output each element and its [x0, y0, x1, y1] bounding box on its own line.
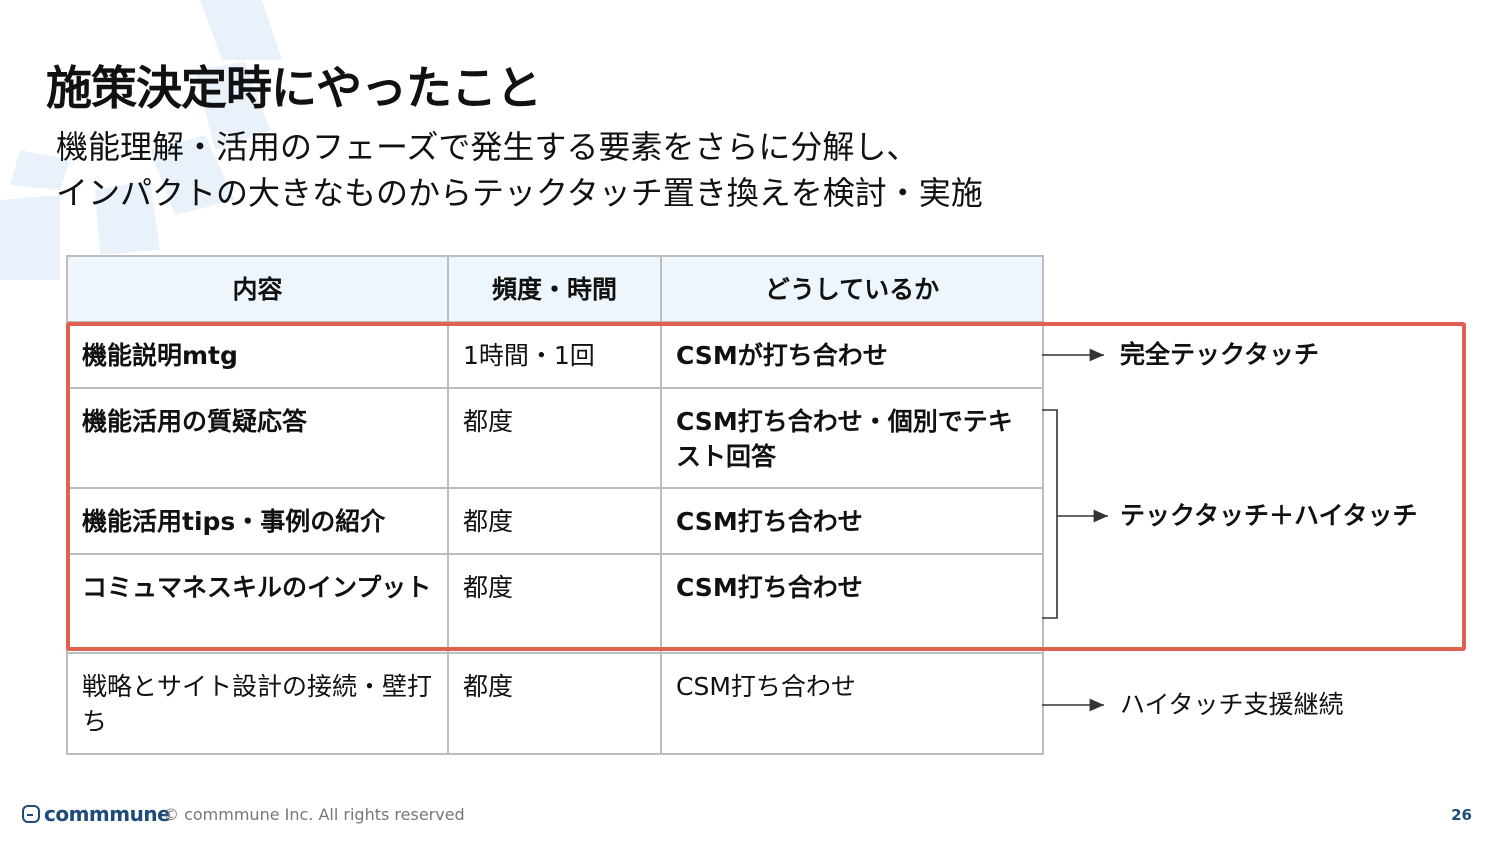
cell-method: CSM打ち合わせ — [660, 652, 1044, 755]
subtitle-line-2: インパクトの大きなものからテックタッチ置き換えを検討・実施 — [56, 174, 983, 212]
page-title: 施策決定時にやったこと — [46, 61, 542, 115]
footer-logo: commmune — [22, 802, 171, 826]
decorative-arcs — [0, 0, 282, 280]
subtitle: 機能理解・活用のフェーズで発生する要素をさらに分解し、 インパクトの大きなものか… — [56, 124, 983, 216]
page-number: 26 — [1451, 806, 1472, 824]
logo-text: commmune — [44, 802, 171, 826]
cell-frequency: 都度 — [447, 487, 662, 555]
cell-method: CSM打ち合わせ・個別でテキスト回答 — [660, 387, 1044, 489]
outcome-full-tech: 完全テックタッチ — [1120, 340, 1320, 369]
logo-icon — [22, 805, 40, 823]
outcome-tech-high: テックタッチ＋ハイタッチ — [1120, 501, 1418, 530]
cell-frequency: 都度 — [447, 387, 662, 489]
header-content: 内容 — [66, 255, 449, 323]
copyright: © commmune Inc. All rights reserved — [163, 805, 465, 824]
cell-content: 戦略とサイト設計の接続・壁打ち — [66, 652, 449, 755]
outcome-high-continue: ハイタッチ支援継続 — [1120, 690, 1344, 719]
element-table: 内容 頻度・時間 どうしているか 機能説明mtg 1時間・1回 CSMが打ち合わ… — [66, 255, 1044, 755]
cell-content: 機能活用の質疑応答 — [66, 387, 449, 489]
highlight-box — [66, 322, 1466, 651]
header-frequency: 頻度・時間 — [447, 255, 662, 323]
table-row: 機能活用の質疑応答 都度 CSM打ち合わせ・個別でテキスト回答 — [66, 387, 1044, 489]
cell-frequency: 1時間・1回 — [447, 321, 662, 389]
table-header-row: 内容 頻度・時間 どうしているか — [66, 255, 1044, 323]
table-row: 機能説明mtg 1時間・1回 CSMが打ち合わせ — [66, 321, 1044, 389]
cell-content: コミュマネスキルのインプット — [66, 553, 449, 654]
cell-content: 機能活用tips・事例の紹介 — [66, 487, 449, 555]
cell-frequency: 都度 — [447, 652, 662, 755]
cell-method: CSMが打ち合わせ — [660, 321, 1044, 389]
header-method: どうしているか — [660, 255, 1044, 323]
cell-frequency: 都度 — [447, 553, 662, 654]
cell-method: CSM打ち合わせ — [660, 553, 1044, 654]
table-row: 戦略とサイト設計の接続・壁打ち 都度 CSM打ち合わせ — [66, 652, 1044, 755]
subtitle-line-1: 機能理解・活用のフェーズで発生する要素をさらに分解し、 — [56, 128, 919, 166]
table-row: コミュマネスキルのインプット 都度 CSM打ち合わせ — [66, 553, 1044, 654]
